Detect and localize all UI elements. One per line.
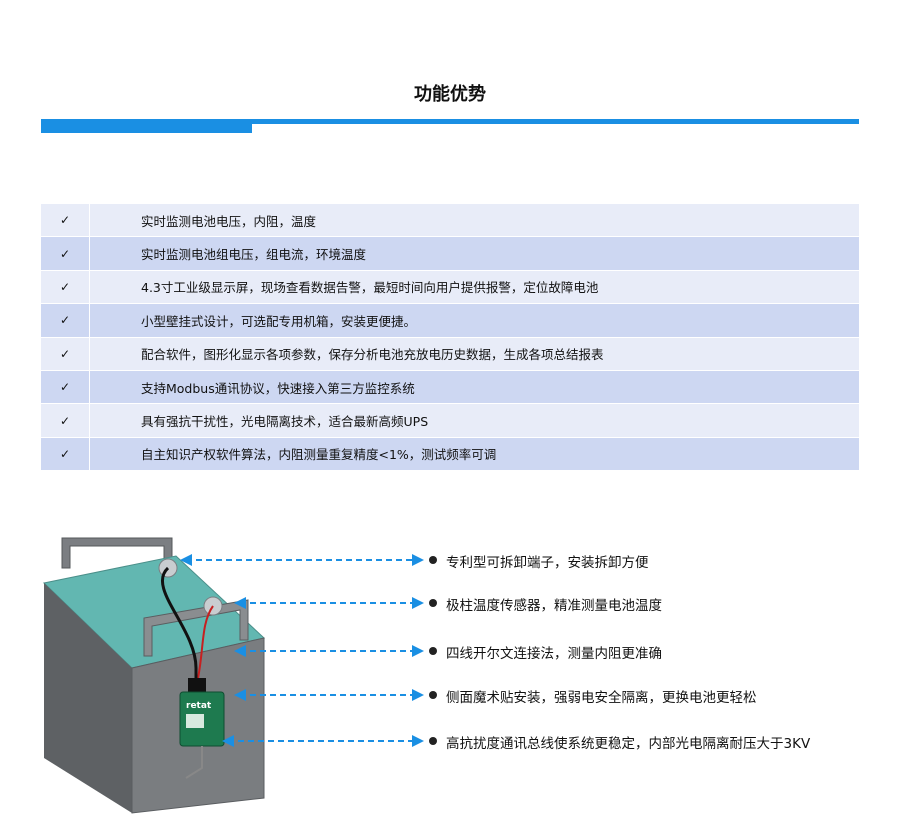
check-icon: ✓ bbox=[41, 370, 90, 404]
section-title: 功能优势 bbox=[414, 84, 486, 105]
check-icon: ✓ bbox=[41, 304, 90, 337]
callout-text: 侧面魔术贴安装，强弱电安全隔离，更换电池更轻松 bbox=[446, 690, 757, 706]
bullet-icon bbox=[429, 599, 437, 607]
callout-text: 高抗扰度通讯总线使系统更稳定，内部光电隔离耐压大于3KV bbox=[446, 736, 811, 752]
feature-row: ✓ 实时监测电池电压，内阻，温度 bbox=[41, 204, 859, 238]
feature-text: 4.3寸工业级显示屏，现场查看数据告警，最短时间向用户提供报警，定位故障电池 bbox=[141, 280, 599, 296]
feature-row: ✓ 配合软件，图形化显示各项参数，保存分析电池充放电历史数据，生成各项总结报表 bbox=[41, 337, 859, 371]
bullet-icon bbox=[429, 691, 437, 699]
module-label bbox=[186, 714, 204, 728]
battery-front-handle bbox=[143, 599, 249, 657]
check-icon: ✓ bbox=[41, 337, 90, 370]
check-icon: ✓ bbox=[41, 404, 90, 437]
connector bbox=[188, 678, 206, 692]
feature-text: 实时监测电池电压，内阻，温度 bbox=[141, 213, 317, 229]
sense-cable bbox=[160, 566, 198, 669]
check-icon: ✓ bbox=[41, 437, 90, 471]
callout-text: 极柱温度传感器，精准测量电池温度 bbox=[446, 598, 662, 614]
bullet-icon bbox=[429, 556, 437, 564]
bus-cable bbox=[185, 746, 203, 779]
title-underline bbox=[41, 119, 859, 124]
bullet-icon bbox=[429, 737, 437, 745]
battery-illustration: retat bbox=[42, 537, 266, 814]
battery-side bbox=[44, 583, 132, 813]
feature-text: 小型壁挂式设计，可选配专用机箱，安装更便捷。 bbox=[141, 313, 417, 329]
feature-table: ✓ 实时监测电池电压，内阻，温度 ✓ 实时监测电池组电压，组电流，环境温度 ✓ 4.3… bbox=[41, 204, 859, 472]
check-icon: ✓ bbox=[41, 204, 90, 237]
feature-row: ✓ 自主知识产权软件算法，内阻测量重复精度<1%，测试频率可调 bbox=[41, 437, 859, 472]
callout-text: 四线开尔文连接法，测量内阻更准确 bbox=[446, 646, 662, 662]
feature-row: ✓ 小型壁挂式设计，可选配专用机箱，安装更便捷。 bbox=[41, 304, 859, 338]
feature-row: ✓ 4.3寸工业级显示屏，现场查看数据告警，最短时间向用户提供报警，定位故障电池 bbox=[41, 270, 859, 305]
feature-text: 支持Modbus通讯协议，快速接入第三方监控系统 bbox=[141, 380, 415, 396]
feature-text: 具有强抗干扰性，光电隔离技术，适合最新高频UPS bbox=[141, 414, 429, 430]
check-icon: ✓ bbox=[41, 237, 90, 270]
bullet-icon bbox=[429, 647, 437, 655]
title-underline-accent bbox=[41, 124, 252, 133]
callout-text: 专利型可拆卸端子，安装拆卸方便 bbox=[446, 555, 649, 571]
module-logo: retat bbox=[186, 701, 212, 711]
feature-text: 配合软件，图形化显示各项参数，保存分析电池充放电历史数据，生成各项总结报表 bbox=[141, 347, 604, 363]
sense-cable bbox=[197, 605, 214, 679]
feature-row: ✓ 支持Modbus通讯协议，快速接入第三方监控系统 bbox=[41, 370, 859, 405]
feature-text: 实时监测电池组电压，组电流，环境温度 bbox=[141, 247, 367, 263]
feature-row: ✓ 实时监测电池组电压，组电流，环境温度 bbox=[41, 237, 859, 271]
feature-row: ✓ 具有强抗干扰性，光电隔离技术，适合最新高频UPS bbox=[41, 404, 859, 438]
check-icon: ✓ bbox=[41, 270, 90, 304]
feature-text: 自主知识产权软件算法，内阻测量重复精度<1%，测试频率可调 bbox=[141, 447, 497, 463]
